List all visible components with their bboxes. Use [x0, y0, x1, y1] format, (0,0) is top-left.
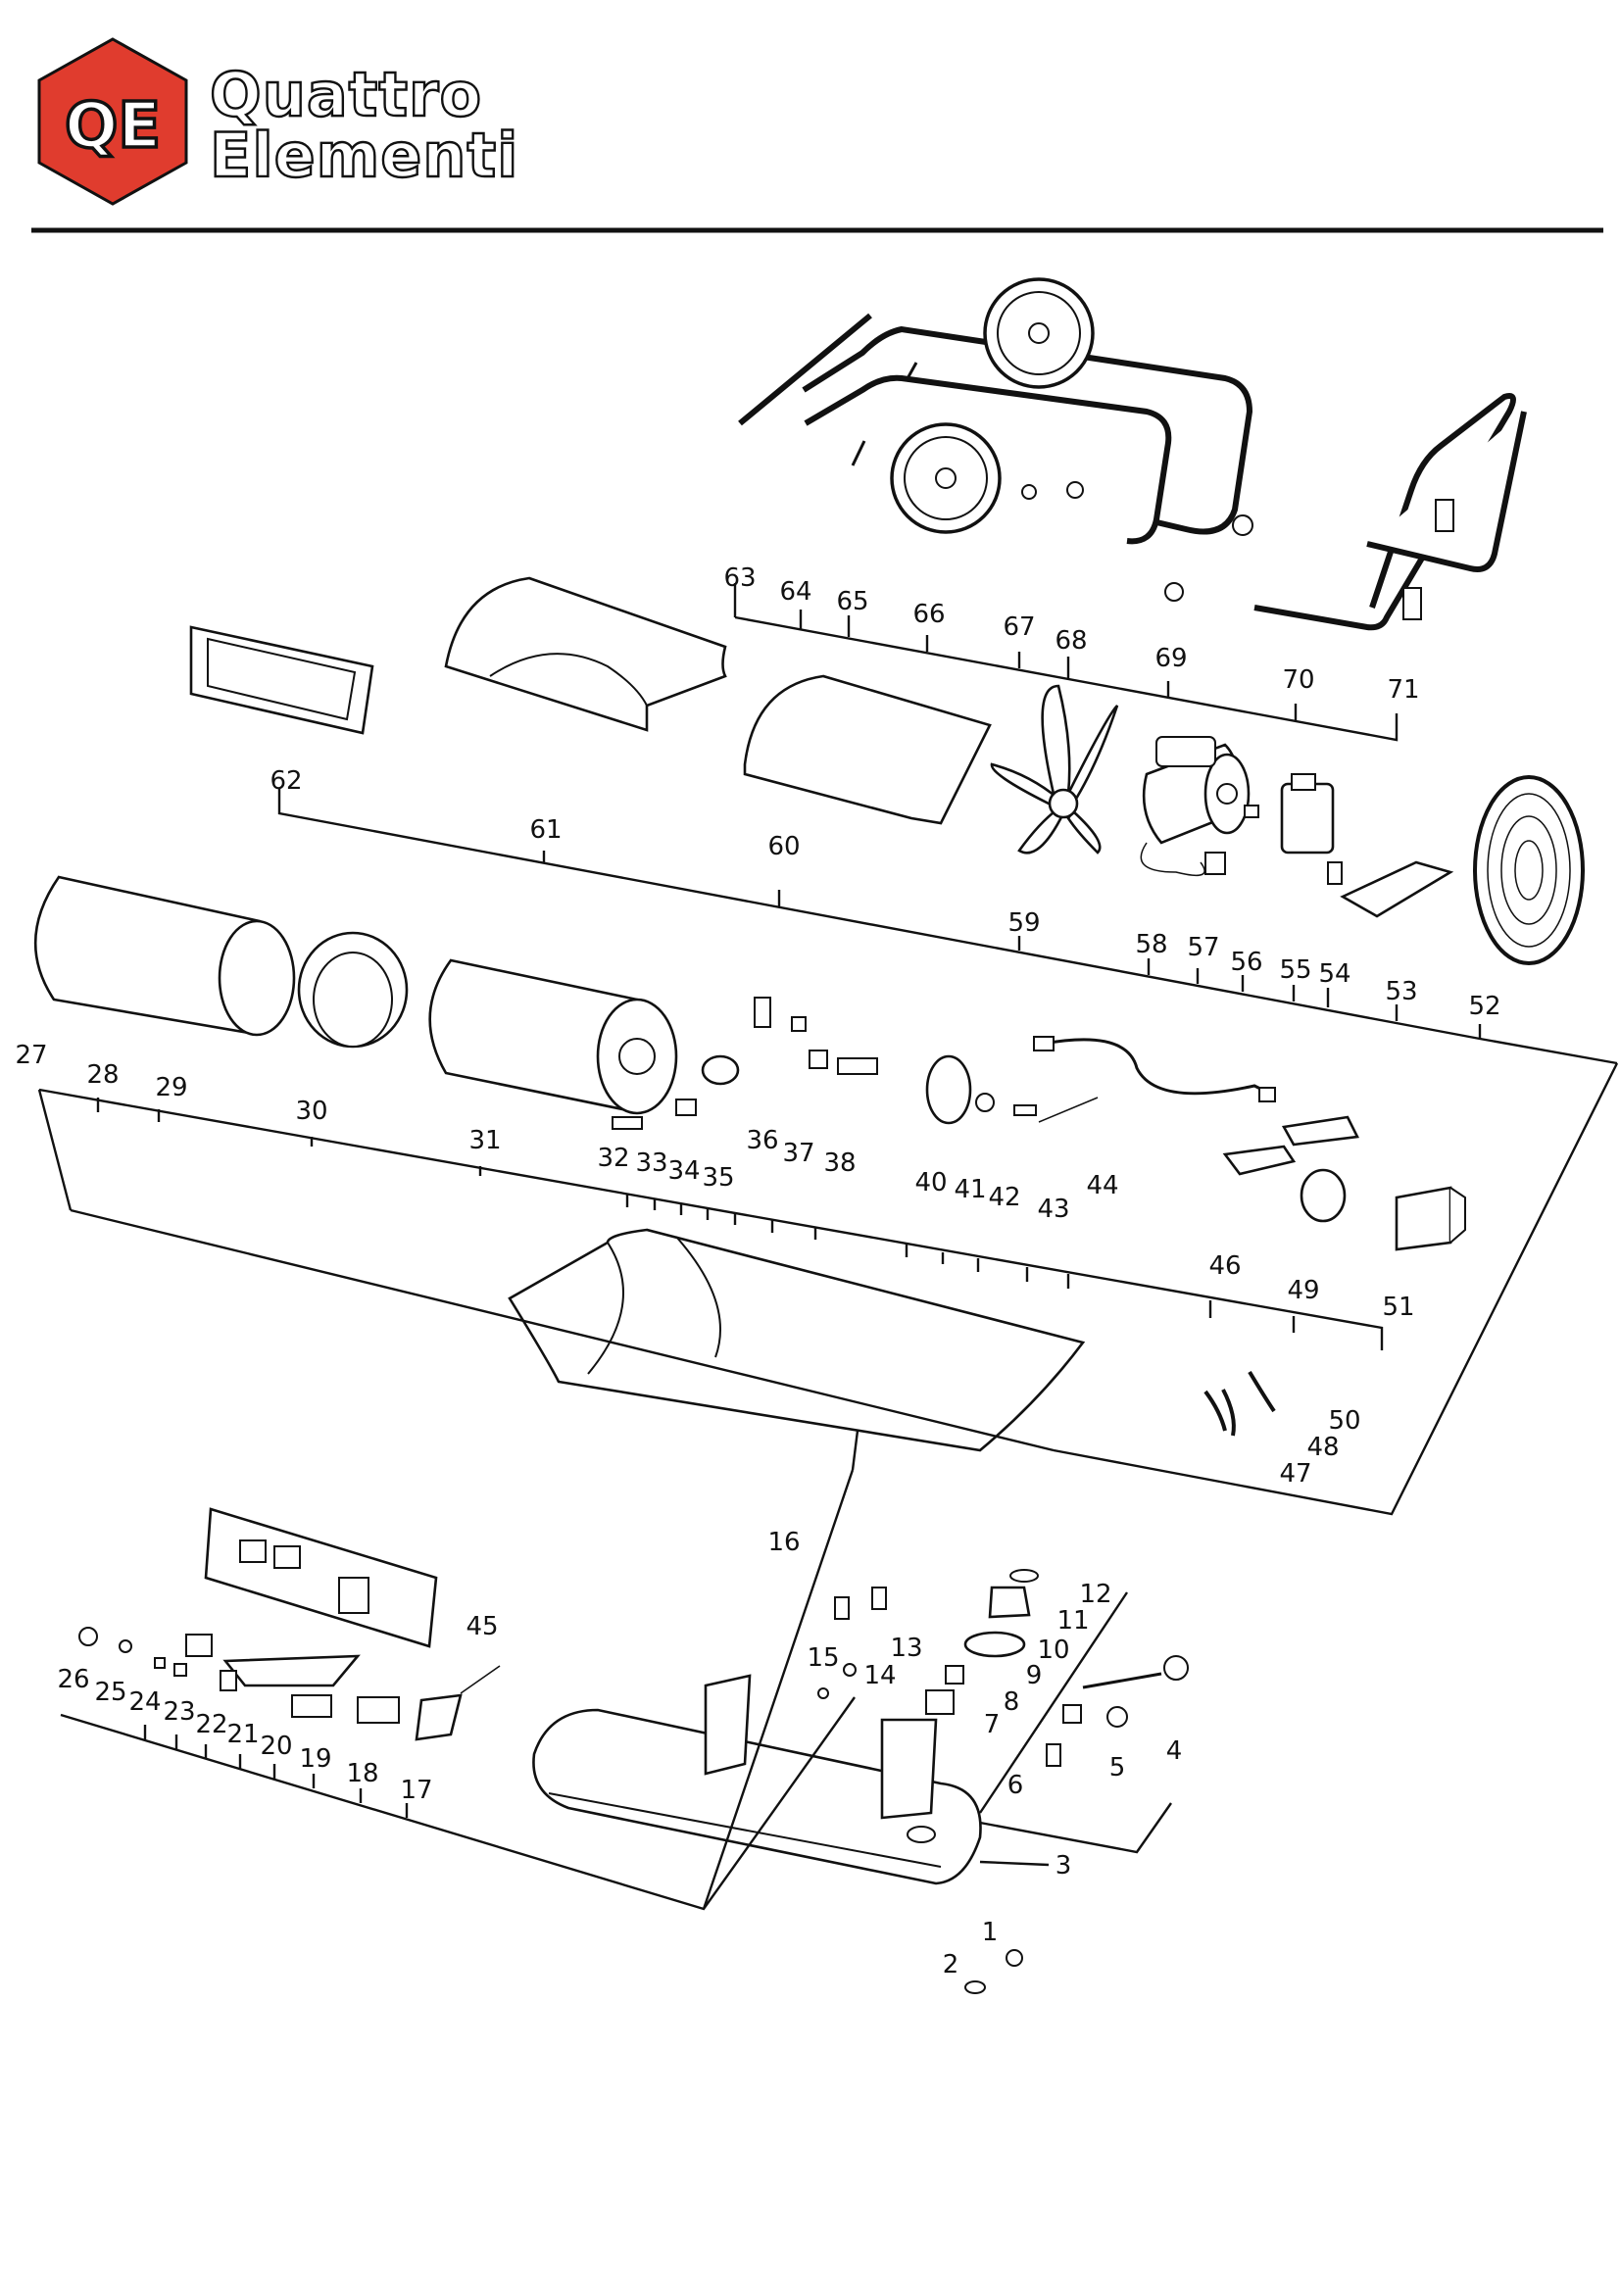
part-label-31: 31 [468, 1126, 501, 1155]
part-label-48: 48 [1306, 1433, 1339, 1462]
part-label-23: 23 [163, 1697, 195, 1727]
part-label-9: 9 [1026, 1661, 1043, 1690]
logo-hexagon [37, 37, 188, 206]
part-label-50: 50 [1328, 1406, 1360, 1436]
pump [1244, 773, 1343, 885]
part-label-38: 38 [823, 1148, 856, 1178]
part-label-55: 55 [1279, 955, 1311, 985]
part-label-67: 67 [1003, 612, 1035, 642]
part-label-59: 59 [1007, 908, 1040, 938]
part-label-44: 44 [1086, 1171, 1118, 1200]
part-label-60: 60 [767, 832, 800, 861]
motor [1140, 736, 1251, 877]
part-label-6: 6 [1007, 1771, 1024, 1800]
part-label-7: 7 [984, 1710, 1001, 1739]
part-label-37: 37 [782, 1139, 814, 1168]
part-label-56: 56 [1230, 948, 1262, 977]
part-label-33: 33 [635, 1148, 667, 1178]
part-label-24: 24 [128, 1687, 161, 1717]
part-label-69: 69 [1154, 644, 1187, 673]
hoses [1203, 1370, 1276, 1437]
fuel-fittings [817, 1569, 1189, 1767]
part-label-45: 45 [466, 1612, 498, 1641]
part-label-62: 62 [270, 766, 302, 796]
part-label-30: 30 [295, 1097, 327, 1126]
part-label-22: 22 [195, 1710, 227, 1739]
part-label-4: 4 [1166, 1736, 1183, 1766]
part-label-43: 43 [1037, 1195, 1069, 1224]
control-panel [78, 1507, 501, 1741]
part-label-53: 53 [1385, 977, 1417, 1006]
part-labels: 1 2 3 4 5 6 7 8 9 10 11 12 13 14 15 16 1… [15, 563, 1500, 1979]
part-label-57: 57 [1187, 933, 1219, 962]
part-label-54: 54 [1318, 959, 1350, 989]
part-label-3: 3 [1055, 1851, 1072, 1881]
part-label-64: 64 [779, 577, 811, 607]
part-label-29: 29 [155, 1073, 187, 1102]
part-label-27: 27 [15, 1041, 47, 1070]
part-label-52: 52 [1468, 992, 1500, 1021]
burner-parts [612, 997, 1276, 1130]
part-label-12: 12 [1079, 1580, 1111, 1609]
part-label-10: 10 [1037, 1636, 1069, 1665]
part-label-8: 8 [1004, 1687, 1020, 1717]
brand-logo: QE Quattro Elementi [37, 37, 519, 206]
part-label-2: 2 [943, 1950, 959, 1979]
part-label-51: 51 [1382, 1293, 1414, 1322]
part-label-68: 68 [1055, 626, 1087, 656]
part-label-40: 40 [914, 1168, 947, 1197]
fan-guard [1473, 775, 1585, 965]
part-label-15: 15 [807, 1643, 839, 1673]
lower-shell [508, 1228, 1086, 1452]
part-label-58: 58 [1135, 930, 1167, 959]
part-label-18: 18 [346, 1759, 378, 1788]
part-label-71: 71 [1387, 675, 1419, 705]
part-label-19: 19 [299, 1744, 331, 1774]
part-label-63: 63 [723, 563, 756, 593]
part-label-46: 46 [1208, 1251, 1241, 1281]
part-label-65: 65 [836, 587, 868, 616]
part-label-34: 34 [667, 1156, 700, 1186]
part-label-1: 1 [982, 1918, 999, 1947]
part-label-16: 16 [767, 1528, 800, 1557]
part-label-61: 61 [529, 815, 562, 845]
part-label-49: 49 [1287, 1276, 1319, 1305]
fan-blade [990, 684, 1119, 855]
part-label-70: 70 [1282, 665, 1314, 695]
leader-lines [37, 583, 1619, 1911]
bracket-53 [1340, 860, 1454, 918]
fuel-tank [532, 1674, 1023, 1994]
housing-panels [189, 576, 992, 825]
part-label-26: 26 [57, 1665, 89, 1694]
part-label-13: 13 [890, 1634, 922, 1663]
logo-mark-text: QE [65, 90, 161, 163]
part-label-35: 35 [702, 1163, 734, 1193]
part-label-17: 17 [400, 1776, 432, 1805]
right-side-parts [1222, 1115, 1466, 1251]
part-label-41: 41 [954, 1175, 986, 1204]
part-label-11: 11 [1056, 1606, 1089, 1636]
frame-assembly [738, 277, 1527, 631]
part-label-28: 28 [86, 1060, 119, 1090]
part-drawings [33, 277, 1585, 1994]
part-label-20: 20 [260, 1732, 292, 1761]
part-label-21: 21 [226, 1720, 259, 1749]
part-label-42: 42 [988, 1183, 1020, 1212]
brand-line-2: Elementi [210, 120, 518, 191]
part-label-5: 5 [1109, 1753, 1126, 1783]
part-label-32: 32 [597, 1144, 629, 1173]
combustion-chambers [33, 875, 678, 1115]
part-label-47: 47 [1279, 1459, 1311, 1489]
part-label-66: 66 [912, 600, 945, 629]
part-label-25: 25 [94, 1678, 126, 1707]
part-label-14: 14 [863, 1661, 896, 1690]
brand-line-1: Quattro [210, 59, 482, 130]
part-label-36: 36 [746, 1126, 778, 1155]
